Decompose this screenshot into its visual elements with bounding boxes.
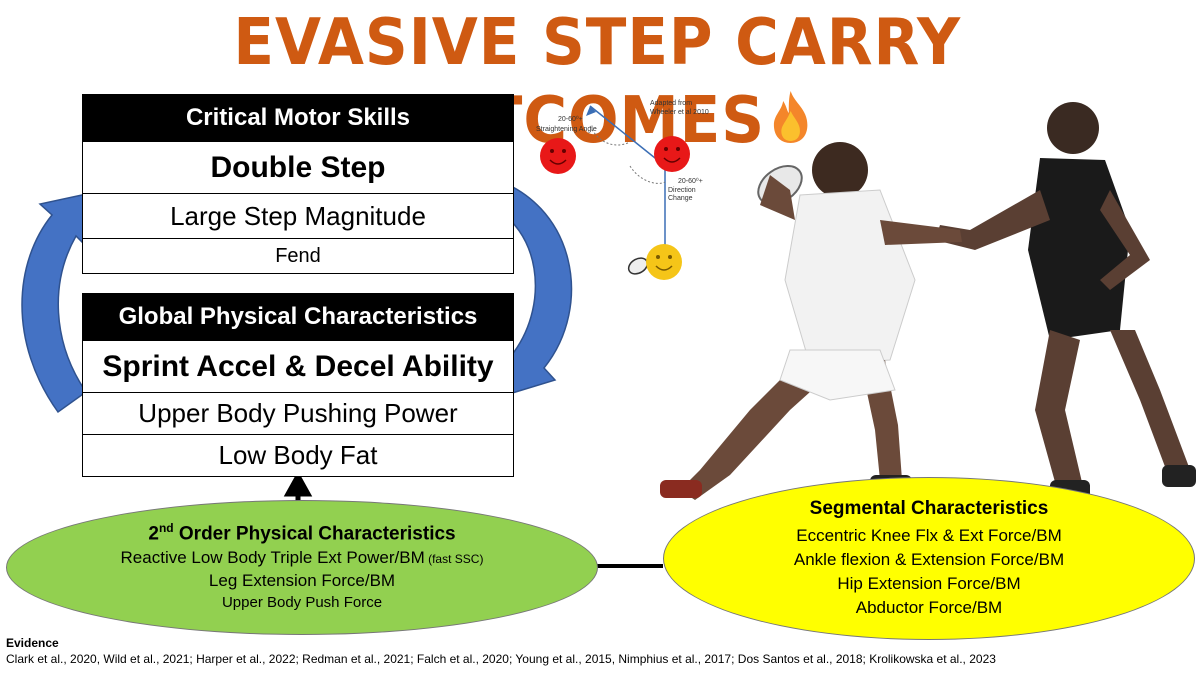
second-order-characteristics: 2nd Order Physical Characteristics React… [6, 500, 598, 635]
evidence-citations: Clark et al., 2020, Wild et al., 2021; H… [6, 652, 996, 666]
physical-body-fat: Low Body Fat [83, 434, 513, 476]
defender-face-icon-1 [540, 138, 576, 174]
segmental-item-abductor: Abductor Force/BM [855, 597, 1003, 617]
segmental-title: Segmental Characteristics [809, 497, 1049, 519]
straightening-angle-value: 20-60⁰+ [558, 116, 583, 123]
segmental-item-knee: Eccentric Knee Flx & Ext Force/BM [796, 525, 1062, 545]
evidence-label: Evidence [6, 636, 59, 650]
second-order-item-leg-extension: Leg Extension Force/BM [208, 571, 396, 591]
direction-change-value: 20-60⁰+ [678, 178, 703, 185]
evasion-diagram: Adapted from Wheeler et al 2010 20-60⁰+ … [530, 96, 710, 296]
second-order-item-upper-body: Upper Body Push Force [221, 594, 383, 612]
global-physical-panel: Global Physical Characteristics Sprint A… [82, 293, 514, 477]
evasion-diagram-graphic [540, 105, 690, 280]
straightening-angle-label: Straightening Angle [536, 126, 597, 133]
segmental-item-hip: Hip Extension Force/BM [837, 573, 1021, 593]
skills-header: Critical Motor Skills [83, 95, 513, 141]
segmental-characteristics: Segmental Characteristics Eccentric Knee… [663, 477, 1195, 640]
critical-motor-skills-panel: Critical Motor Skills Double Step Large … [82, 94, 514, 274]
skill-fend: Fend [83, 238, 513, 273]
physical-sprint: Sprint Accel & Decel Ability [83, 340, 513, 392]
defender-face-icon-2 [654, 136, 690, 172]
physical-upper-body: Upper Body Pushing Power [83, 392, 513, 434]
ball-carrier-face-icon [627, 244, 682, 280]
second-order-title: 2nd Order Physical Characteristics [148, 520, 456, 545]
skill-double-step: Double Step [83, 141, 513, 193]
ball-carrier-player-figure [660, 142, 962, 500]
fire-icon [769, 85, 814, 163]
second-order-item-reactive: Reactive Low Body Triple Ext Power/BM (f… [120, 548, 484, 568]
skill-large-step-magnitude: Large Step Magnitude [83, 193, 513, 238]
defender-player-figure [935, 102, 1196, 500]
segmental-item-ankle: Ankle flexion & Extension Force/BM [793, 549, 1065, 569]
physical-header: Global Physical Characteristics [83, 294, 513, 340]
adapted-from-line1: Adapted from [650, 100, 693, 107]
rugby-players-photo [640, 80, 1200, 520]
evidence-section: Evidence Clark et al., 2020, Wild et al.… [6, 636, 1196, 667]
adapted-from-line2: Wheeler et al 2010 [650, 109, 709, 116]
direction-change-label: Direction Change [668, 187, 696, 202]
